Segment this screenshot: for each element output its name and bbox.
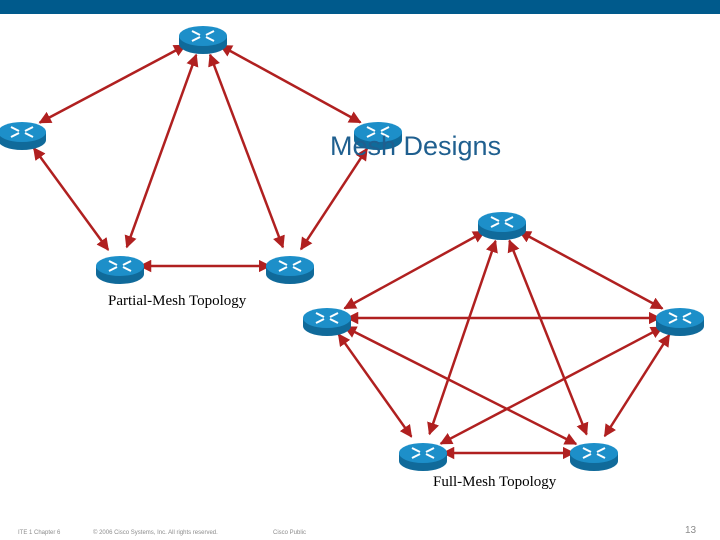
full-mesh-router-bottom-left-icon — [399, 443, 447, 471]
full-mesh-router-left-icon — [303, 308, 351, 336]
partial-mesh-link-router-top-router-bottom-left — [124, 53, 199, 249]
footer-copyright: © 2006 Cisco Systems, Inc. All rights re… — [93, 530, 218, 536]
partial-mesh-caption: Partial-Mesh Topology — [108, 293, 247, 309]
partial-mesh-link-router-top-router-right — [219, 44, 362, 124]
full-mesh-link-router-right-router-bottom-right — [603, 333, 671, 438]
page-number: 13 — [685, 525, 697, 536]
full-mesh-caption: Full-Mesh Topology — [433, 474, 557, 490]
full-mesh-link-router-top-router-bottom-right — [507, 239, 589, 436]
partial-mesh-router-right-icon — [354, 122, 402, 150]
partial-mesh-router-bottom-right-icon — [266, 256, 314, 284]
partial-mesh-link-router-top-router-left — [38, 44, 187, 124]
top-banner — [0, 0, 720, 14]
full-mesh-router-top-icon — [478, 212, 526, 240]
footer-classification: Cisco Public — [273, 530, 307, 536]
full-mesh-link-router-top-router-right — [518, 230, 664, 310]
partial-mesh-router-bottom-left-icon — [96, 256, 144, 284]
partial-mesh-link-router-right-router-bottom-right — [299, 147, 369, 251]
partial-mesh-link-router-top-router-bottom-right — [208, 53, 285, 249]
partial-mesh-router-top-icon — [179, 26, 227, 54]
full-mesh-router-right-icon — [656, 308, 704, 336]
full-mesh-link-router-top-router-left — [343, 230, 486, 310]
full-mesh-router-bottom-right-icon — [570, 443, 618, 471]
partial-mesh-router-left-icon — [0, 122, 46, 150]
partial-mesh-link-router-left-router-bottom-left — [32, 147, 110, 251]
footer-course: ITE 1 Chapter 6 — [18, 530, 61, 536]
full-mesh-link-router-top-router-bottom-left — [427, 239, 498, 436]
slide-title: Mesh Designs — [330, 131, 502, 161]
full-mesh-link-router-left-router-bottom-left — [337, 333, 413, 438]
